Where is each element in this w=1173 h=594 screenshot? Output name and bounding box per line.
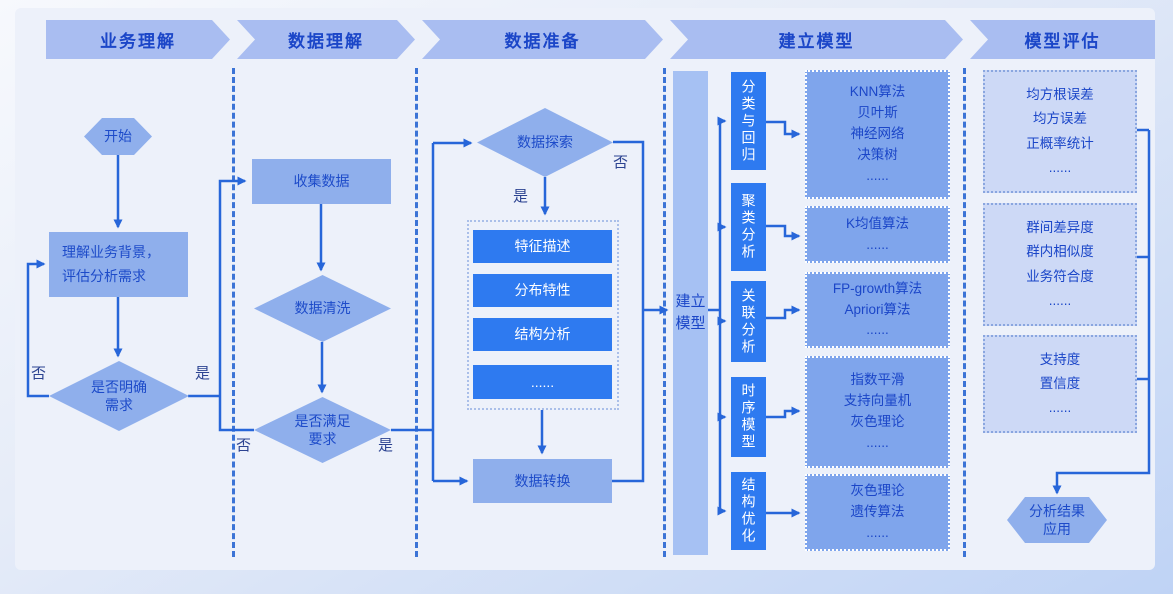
start-node: 开始	[84, 118, 152, 155]
meets-requirement-decision: 是否满足 要求	[254, 397, 391, 463]
header-step-data-understanding: 数据理解	[237, 20, 415, 59]
header-step-evaluation: 模型评估	[970, 20, 1155, 59]
feature-item: ......	[473, 365, 612, 399]
column-divider	[232, 68, 235, 557]
evaluation-metrics-regression: 均方根误差 均方误差 正概率统计 ......	[983, 70, 1137, 193]
collect-data-node: 收集数据	[252, 159, 391, 204]
feature-analysis-container	[467, 220, 619, 410]
algorithm-list-association: FP-growth算法 Apriori算法 ......	[805, 272, 950, 348]
algorithm-list-classification: KNN算法 贝叶斯 神经网络 决策树 ......	[805, 70, 950, 199]
data-transform-node: 数据转换	[473, 459, 612, 503]
column-divider	[663, 68, 666, 557]
no-label: 否	[613, 154, 629, 171]
evaluation-metrics-clustering: 群间差异度 群内相似度 业务符合度 ......	[983, 203, 1137, 326]
data-exploration-decision: 数据探索	[477, 108, 613, 177]
header-step-label: 建立模型	[778, 32, 855, 51]
model-category-clustering: 聚类分析	[731, 183, 766, 271]
column-divider	[963, 68, 966, 557]
model-category-time-series: 时序模型	[731, 377, 766, 457]
header-step-label: 业务理解	[100, 32, 176, 51]
algorithm-list-structure: 灰色理论 遗传算法 ......	[805, 474, 950, 551]
no-label: 否	[236, 437, 252, 454]
header-step-modeling: 建立模型	[670, 20, 963, 59]
model-category-classification-regression: 分类与回归	[731, 72, 766, 170]
header-step-label: 数据准备	[504, 32, 581, 51]
yes-label: 是	[513, 188, 529, 205]
header-step-label: 数据理解	[288, 32, 364, 51]
requirement-clear-decision: 是否明确 需求	[49, 361, 189, 431]
no-label: 否	[31, 365, 47, 382]
feature-item: 特征描述	[473, 230, 612, 263]
data-cleaning-node: 数据清洗	[254, 275, 391, 342]
model-category-association: 关联分析	[731, 281, 766, 362]
understand-business-node: 理解业务背景， 评估分析需求	[49, 232, 188, 297]
yes-label: 是	[195, 365, 211, 382]
feature-item: 分布特性	[473, 274, 612, 307]
header-step-business: 业务理解	[46, 20, 230, 59]
algorithm-list-clustering: K均值算法 ......	[805, 206, 950, 263]
column-divider	[415, 68, 418, 557]
apply-results-node: 分析结果 应用	[1007, 497, 1107, 543]
build-model-bar: 建立 模型	[673, 71, 708, 555]
algorithm-list-time-series: 指数平滑 支持向量机 灰色理论 ......	[805, 356, 950, 468]
diagram-canvas: 业务理解 数据理解 数据准备 建立模型 模型评估	[15, 8, 1155, 570]
yes-label: 是	[378, 437, 394, 454]
feature-item: 结构分析	[473, 318, 612, 351]
header-step-label: 模型评估	[1024, 32, 1101, 51]
evaluation-metrics-association: 支持度 置信度 ......	[983, 335, 1137, 433]
model-category-structure-optimization: 结构优化	[731, 472, 766, 550]
header-step-data-preparation: 数据准备	[422, 20, 663, 59]
